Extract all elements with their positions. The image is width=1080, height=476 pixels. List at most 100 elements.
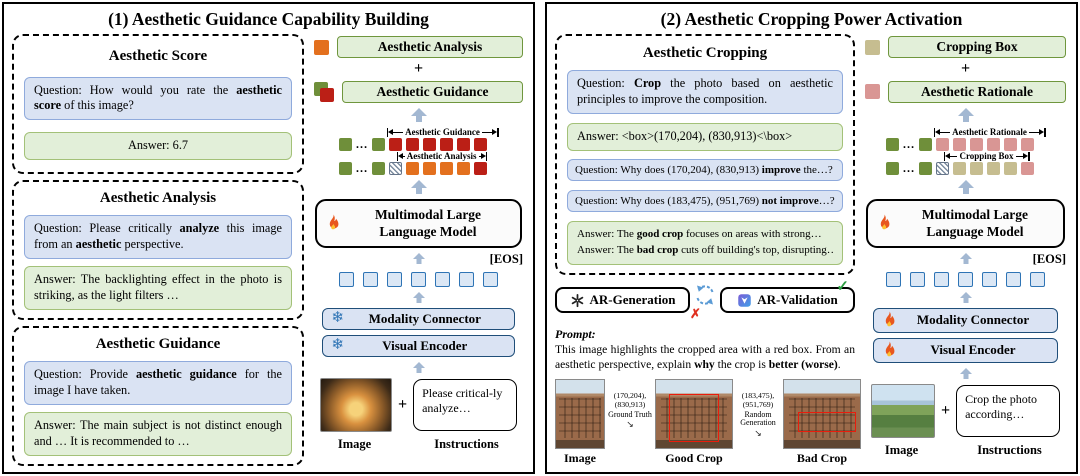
prompt-text: This image highlights the cropped area w… [555, 343, 855, 372]
output-token-row-lower: … [338, 160, 499, 175]
flame-icon [882, 311, 897, 330]
ellipsis: … [355, 160, 368, 175]
image-caption: Image [564, 451, 596, 465]
input-captions: Image Instructions [314, 437, 523, 452]
up-arrow-icon [958, 180, 974, 194]
token [1003, 137, 1017, 151]
rationale-span-annotation: Aesthetic Rationale [933, 127, 1046, 138]
token [456, 161, 470, 175]
guidance-span-annotation: Aesthetic Guidance [386, 127, 499, 138]
question-box: Question: Crop the photo based on aesthe… [567, 70, 843, 115]
token [339, 271, 354, 287]
red-token-chip [320, 87, 334, 102]
panel2-example-column: Aesthetic Cropping Question: Crop the ph… [555, 34, 861, 466]
instruction-box: Please critical-ly analyze… [413, 378, 518, 431]
token [405, 161, 419, 175]
crops-row: Image (170,204), (830,913) Ground Truth … [555, 379, 861, 466]
token [459, 271, 474, 287]
guidance-output-row: Aesthetic Guidance [314, 80, 523, 103]
analysis-token-chip [314, 39, 329, 55]
panel2-model-stack: Cropping Box + Aesthetic Rationale Aesth… [863, 34, 1068, 466]
card-aesthetic-guidance: Aesthetic Guidance Question: Provide aes… [12, 326, 304, 466]
visual-encoder-box: ❄ Visual Encoder [322, 334, 515, 357]
answer-box: Answer: <box>(170,204), (830,913)<\box> [567, 122, 843, 151]
token [885, 137, 899, 151]
token [371, 161, 385, 175]
token [918, 161, 932, 175]
answer-box: Answer: 6.7 [24, 132, 292, 161]
question-box: Question: Please critically analyze this… [24, 214, 292, 259]
output-token-row-lower: … [885, 161, 1046, 175]
panel-guidance-building: (1) Aesthetic Guidance Capability Buildi… [2, 2, 535, 474]
up-arrow-icon [958, 108, 974, 122]
eos-label: [EOS] [1032, 251, 1066, 266]
question-box: Question: Why does (170,204), (830,913) … [567, 159, 843, 182]
panel1-title: (1) Aesthetic Guidance Capability Buildi… [108, 9, 429, 29]
input-token-row [865, 271, 1066, 287]
flame-icon [326, 214, 341, 233]
mllm-box: Multimodal Large Language Model [866, 198, 1065, 248]
analysis-span-annotation: Aesthetic Analysis [396, 151, 487, 162]
cross-icon: ✗ [690, 306, 701, 322]
token [886, 271, 901, 287]
ar-validation-label: AR-Validation [757, 292, 838, 308]
guidance-output-label: Aesthetic Guidance [342, 80, 523, 103]
input-captions: Image Instructions [865, 443, 1066, 458]
panel1-model-stack: Aesthetic Analysis + Aesthetic Guidance … [312, 34, 525, 466]
token [910, 271, 925, 287]
token [918, 137, 932, 151]
up-arrow-icon [411, 292, 427, 303]
token [422, 137, 436, 151]
eos-label: [EOS] [489, 251, 523, 266]
good-crop-item: Good Crop [655, 379, 733, 466]
plus-sign: + [413, 60, 424, 77]
random-generation-annotation: (183,475), (951,769) Random Generation ↘ [740, 391, 776, 439]
instructions-caption: Instructions [977, 442, 1042, 457]
openai-logo-icon [570, 293, 585, 308]
modality-connector-box: ❄ Modality Connector [322, 307, 515, 330]
instruction-box: Crop the photo according… [956, 384, 1061, 437]
ar-validation-box: AR-Validation ✓ [720, 279, 855, 314]
token [439, 137, 453, 151]
input-image-thumbnail [870, 383, 935, 438]
cropping-box-span-annotation: Cropping Box [943, 151, 1030, 162]
ar-validation-icon [737, 293, 752, 308]
question-box: Question: Provide aesthetic guidance for… [24, 360, 292, 405]
token [388, 137, 402, 151]
rationale-output-row: Aesthetic Rationale [865, 80, 1066, 103]
ar-generation-box: AR-Generation [555, 287, 690, 314]
plus-sign: + [940, 401, 951, 419]
ellipsis: … [355, 136, 368, 151]
original-image [555, 379, 605, 449]
guidance-token-chips [314, 81, 334, 102]
good-crop-caption: Good Crop [665, 451, 723, 465]
bad-crop-image [783, 379, 861, 449]
good-crop-image [655, 379, 733, 449]
analysis-output-row: Aesthetic Analysis [314, 36, 523, 58]
eos-row: [EOS] [865, 251, 1066, 267]
plus-sign: + [397, 395, 408, 413]
card-aesthetic-score: Aesthetic Score Question: How would you … [12, 34, 304, 174]
token [1003, 161, 1017, 175]
up-arrow-icon [411, 108, 427, 122]
panel1-body: Aesthetic Score Question: How would you … [12, 34, 525, 466]
card-title: Aesthetic Score [108, 47, 208, 64]
cropping-box-output-row: Cropping Box [865, 36, 1066, 58]
good-crop-answer: Answer: The good crop focuses on areas w… [577, 227, 822, 240]
token [371, 137, 385, 151]
token [934, 271, 949, 287]
image-caption: Image [884, 442, 919, 457]
token [1006, 271, 1021, 287]
card-title: Aesthetic Cropping [642, 44, 768, 61]
arrow-down-right-icon: ↘ [754, 428, 762, 439]
output-token-row-upper: … [338, 136, 499, 151]
token [986, 137, 1000, 151]
mllm-label: Multimodal Large Language Model [921, 206, 1029, 240]
token [363, 271, 378, 287]
up-arrow-icon [958, 368, 974, 379]
token [982, 271, 997, 287]
card-title: Aesthetic Guidance [95, 335, 221, 352]
model-inputs-row: + Please critical-ly analyze… [314, 377, 523, 432]
answer-box: Answer: The main subject is not distinct… [24, 412, 292, 457]
